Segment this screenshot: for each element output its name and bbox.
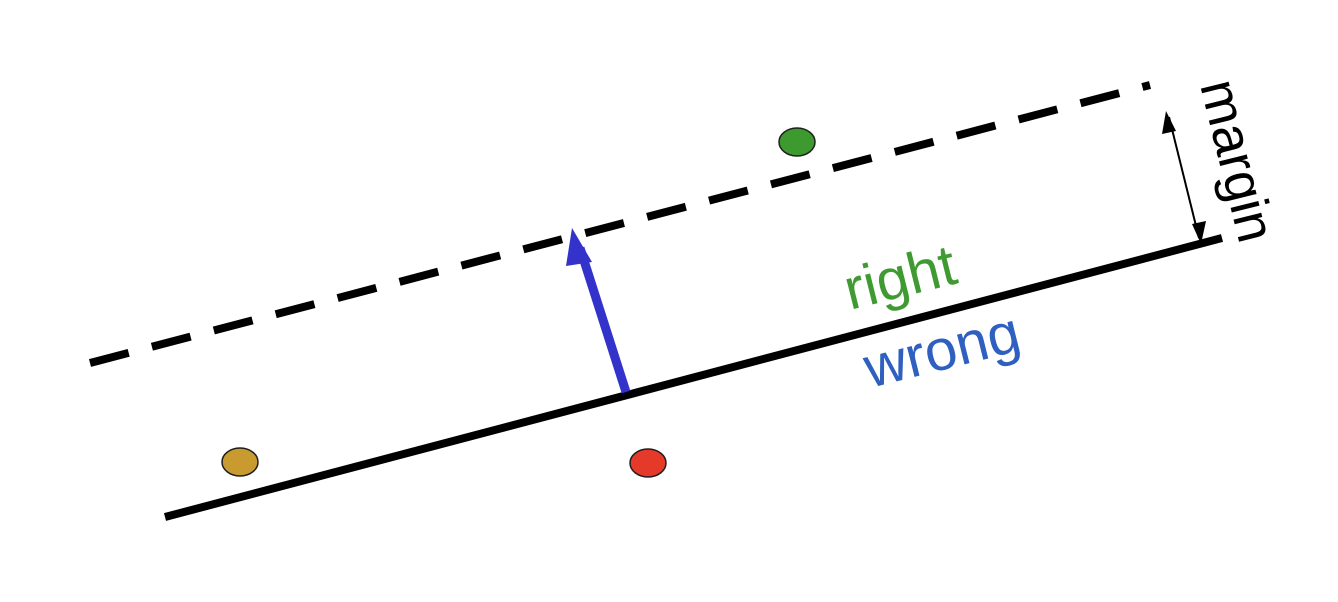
- margin-boundary-dashed-line: [88, 81, 1152, 367]
- decision-boundary-line: [163, 234, 1224, 521]
- margin-arrow: [1168, 116, 1200, 239]
- red-point: [629, 448, 667, 478]
- green-point: [778, 127, 816, 157]
- gold-point: [221, 447, 259, 477]
- margin-arrow-head-bottom: [1192, 221, 1206, 244]
- normal-vector-arrowhead: [566, 228, 592, 266]
- margin-arrow-head-top: [1162, 111, 1176, 134]
- normal-vector-arrow: [575, 246, 631, 394]
